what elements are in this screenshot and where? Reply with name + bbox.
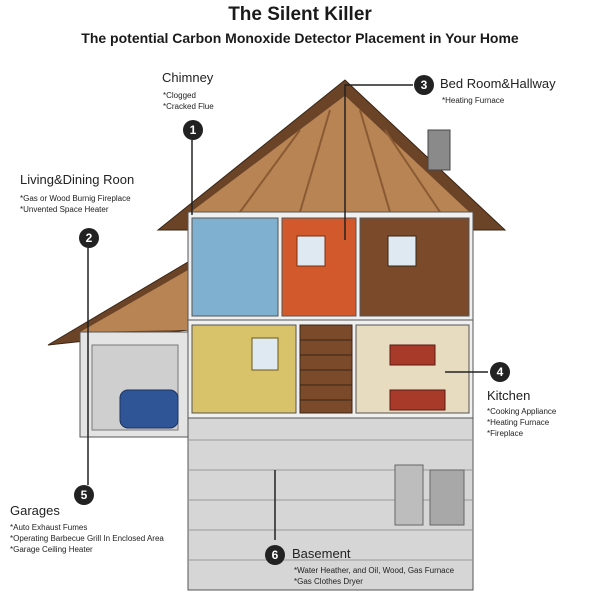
location-item: *Heating Furnace: [442, 96, 505, 105]
location-item: *Cracked Flue: [163, 102, 214, 111]
location-label-chimney: Chimney: [162, 70, 214, 85]
basement-wall: [187, 417, 474, 591]
bedroom-window: [296, 235, 326, 267]
marker-6: 6: [265, 545, 285, 565]
location-item: *Garage Ceiling Heater: [10, 545, 93, 554]
location-items-garages: *Auto Exhaust Fumes *Operating Barbecue …: [10, 522, 164, 555]
bathroom: [191, 217, 279, 317]
location-item: *Cooking Appliance: [487, 407, 557, 416]
basement-stone-texture: [188, 439, 473, 561]
location-label-basement: Basement: [292, 546, 351, 561]
location-item: *Unvented Space Heater: [20, 205, 109, 214]
location-items-chimney: *Clogged *Cracked Flue: [163, 90, 214, 112]
location-items-kitchen: *Cooking Appliance *Heating Furnace *Fir…: [487, 406, 556, 439]
location-items-basement: *Water Heather, and Oil, Wood, Gas Furna…: [294, 565, 454, 587]
location-item: *Water Heather, and Oil, Wood, Gas Furna…: [294, 566, 455, 575]
marker-3: 3: [414, 75, 434, 95]
marker-1: 1: [183, 120, 203, 140]
page-title: The Silent Killer: [228, 4, 372, 25]
living-window: [251, 337, 279, 371]
location-label-bedroom-hallway: Bed Room&Hallway: [440, 76, 556, 91]
hallway-room: [359, 217, 470, 317]
kitchen-cabinets: [389, 344, 436, 366]
location-item: *Operating Barbecue Grill In Enclosed Ar…: [10, 534, 164, 543]
location-item: *Auto Exhaust Fumes: [10, 523, 88, 532]
location-label-living-dining: Living&Dining Roon: [20, 172, 135, 187]
car: [119, 389, 179, 429]
garage-attic: [80, 270, 188, 332]
bedroom: [281, 217, 357, 317]
location-item: *Fireplace: [487, 429, 524, 438]
location-item: *Clogged: [163, 91, 196, 100]
kitchen-counter: [389, 389, 446, 411]
location-label-garages: Garages: [10, 503, 60, 518]
marker-5: 5: [74, 485, 94, 505]
location-item: *Heating Furnace: [487, 418, 550, 427]
location-item: *Gas Clothes Dryer: [294, 577, 363, 586]
leader-lines: [87, 84, 488, 540]
chimney: [427, 129, 451, 171]
page-subtitle: The potential Carbon Monoxide Detector P…: [81, 30, 519, 46]
marker-4: 4: [490, 362, 510, 382]
location-items-living-dining: *Gas or Wood Burnig Fireplace *Unvented …: [20, 193, 131, 215]
water-heater: [394, 464, 424, 526]
location-label-kitchen: Kitchen: [487, 388, 531, 403]
marker-2: 2: [79, 228, 99, 248]
stair-steps: [300, 339, 352, 401]
furnace: [429, 469, 465, 526]
location-items-bedroom-hallway: *Heating Furnace: [442, 95, 504, 106]
hallway-window: [387, 235, 417, 267]
location-item: *Gas or Wood Burnig Fireplace: [20, 194, 131, 203]
attic-rafters: [239, 109, 441, 213]
living-room: [191, 324, 297, 414]
